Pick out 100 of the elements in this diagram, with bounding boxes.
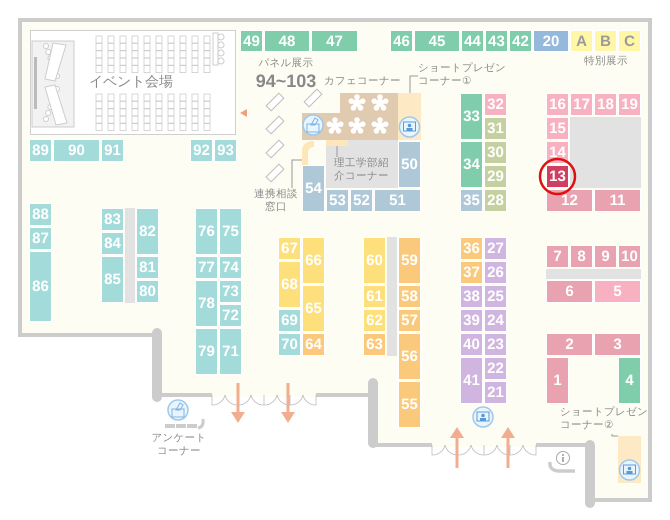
hall-name: イベント会場 xyxy=(89,73,173,91)
presentation-stage xyxy=(398,93,421,140)
booth: 26 xyxy=(484,261,507,284)
booth: 58 xyxy=(398,285,421,308)
booth: 16 xyxy=(546,93,569,116)
booth: 40 xyxy=(460,333,483,356)
corner-label: ショートプレゼンコーナー② xyxy=(560,406,648,434)
booth: 55 xyxy=(398,381,421,428)
booth: 9 xyxy=(594,245,617,268)
booth: 20 xyxy=(533,30,569,52)
booth: 63 xyxy=(363,333,386,356)
booth: 66 xyxy=(302,237,325,284)
booth: 46 xyxy=(390,30,413,52)
booth: 79 xyxy=(195,328,218,375)
booth: 22 xyxy=(484,357,507,380)
area-label: 特別展示 xyxy=(583,55,629,68)
booth: 1 xyxy=(546,357,569,404)
corner-label: 理工学部紹介コーナー xyxy=(334,157,397,185)
booth: 50 xyxy=(398,141,421,188)
booth: 82 xyxy=(136,208,159,255)
booth: 59 xyxy=(398,237,421,284)
counter-strip xyxy=(326,140,348,146)
booth: 90 xyxy=(53,139,100,162)
booth: 21 xyxy=(484,381,507,404)
booth: 84 xyxy=(101,232,124,255)
booth: 80 xyxy=(136,280,159,303)
booth: 85 xyxy=(101,256,124,303)
booth: 91 xyxy=(101,139,124,162)
booth: 48 xyxy=(264,30,310,52)
booth: 75 xyxy=(219,208,242,255)
booth: 93 xyxy=(214,139,237,162)
booth: 53 xyxy=(326,189,349,212)
booth: 36 xyxy=(460,237,483,260)
booth: 64 xyxy=(302,333,325,356)
area-label: パネル展示 xyxy=(258,57,314,70)
booth: 6 xyxy=(546,280,593,303)
booth: 3 xyxy=(594,333,641,356)
booth: 19 xyxy=(618,93,641,116)
booth: 87 xyxy=(29,227,52,250)
booth: 30 xyxy=(484,141,507,164)
booth: B xyxy=(594,30,617,52)
booth: 17 xyxy=(570,93,593,116)
booth: A xyxy=(570,30,593,52)
corner-label: ショートプレゼンコーナー① xyxy=(418,62,508,90)
booth: 23 xyxy=(484,333,507,356)
booth: 18 xyxy=(594,93,617,116)
booth: 42 xyxy=(509,30,532,52)
booth: 49 xyxy=(240,30,263,52)
booth: 43 xyxy=(485,30,508,52)
booth: 32 xyxy=(484,93,507,116)
corner-label: 連携相談窓口 xyxy=(252,188,300,216)
booth: 67 xyxy=(278,237,301,260)
booth: 15 xyxy=(546,117,569,140)
booth: 62 xyxy=(363,309,386,332)
booth: 77 xyxy=(195,256,218,279)
booth: 10 xyxy=(618,245,641,268)
booth: 83 xyxy=(101,208,124,231)
booth: 31 xyxy=(484,117,507,140)
booth: 29 xyxy=(484,165,507,188)
booth: 56 xyxy=(398,333,421,380)
booth: 45 xyxy=(414,30,460,52)
presentation-stage xyxy=(618,436,641,483)
booth: 2 xyxy=(546,333,593,356)
booth: 4 xyxy=(618,357,641,404)
booth: 24 xyxy=(484,309,507,332)
booth: C xyxy=(618,30,641,52)
booth: 38 xyxy=(460,285,483,308)
leader-line xyxy=(612,434,618,436)
booth: 47 xyxy=(311,30,358,52)
booth: 61 xyxy=(363,285,386,308)
booth: 34 xyxy=(460,141,483,188)
booth: 88 xyxy=(29,203,52,226)
booth: 65 xyxy=(302,285,325,332)
booth: 74 xyxy=(219,256,242,279)
corner-name: カフェコーナー xyxy=(324,75,401,88)
booth: 5 xyxy=(594,280,641,303)
booth: 76 xyxy=(195,208,218,255)
leader-line xyxy=(410,76,418,94)
booth: 81 xyxy=(136,256,159,279)
booth: 72 xyxy=(219,304,242,327)
area-label: 94~103 xyxy=(254,71,318,92)
booth: 12 xyxy=(546,189,593,212)
booth: 25 xyxy=(484,285,507,308)
booth: 57 xyxy=(398,309,421,332)
booth: 8 xyxy=(570,245,593,268)
booth: 27 xyxy=(484,237,507,260)
area-label: アンケートコーナー xyxy=(150,432,208,458)
booth: 89 xyxy=(29,139,52,162)
booth: 69 xyxy=(278,309,301,332)
booth: 13 xyxy=(546,165,569,188)
booth: 33 xyxy=(460,93,483,140)
leader-line xyxy=(292,160,302,188)
booth: 35 xyxy=(460,189,483,212)
booth: 41 xyxy=(460,357,483,404)
booth: 7 xyxy=(546,245,569,268)
booth: 71 xyxy=(219,328,242,375)
booth: 37 xyxy=(460,261,483,284)
booth: 39 xyxy=(460,309,483,332)
booth: 28 xyxy=(484,189,507,212)
booth: 86 xyxy=(29,251,52,322)
